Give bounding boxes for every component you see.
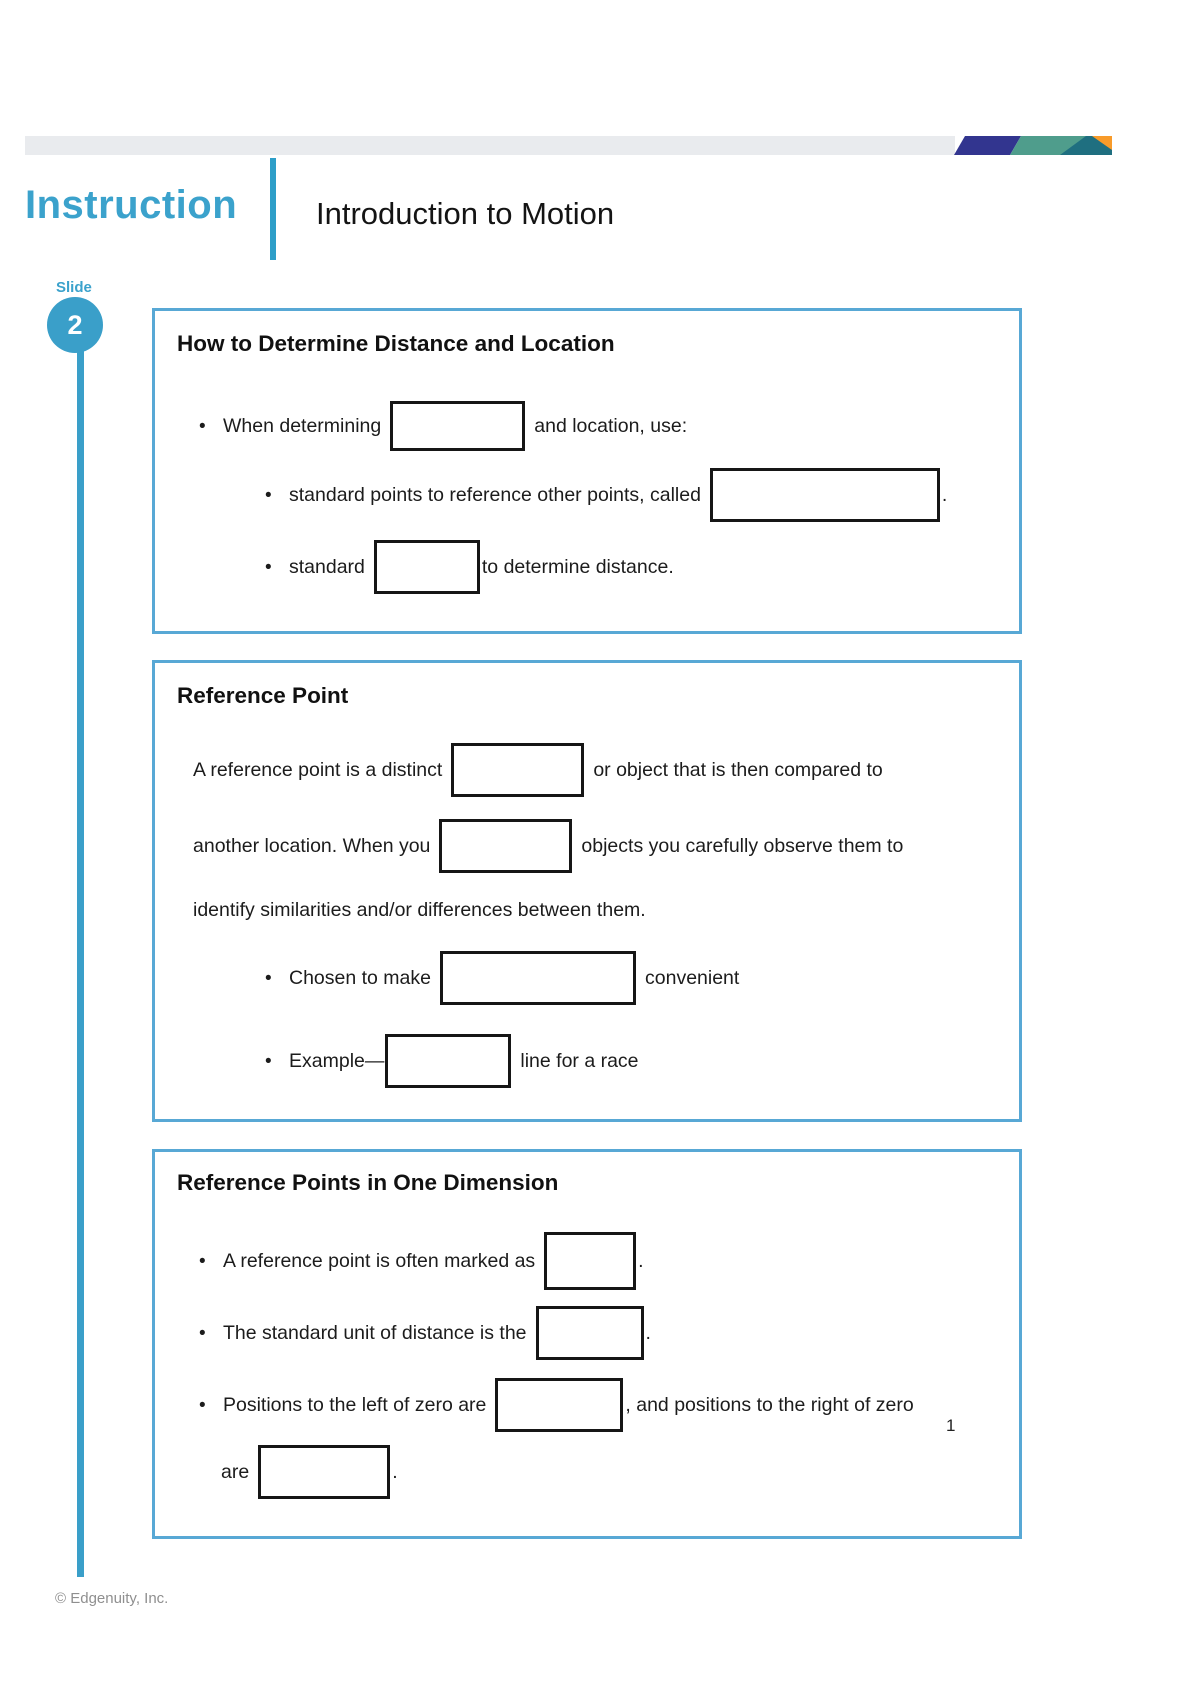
text-line: identify similarities and/or differences… xyxy=(193,881,646,939)
bullet-marker xyxy=(265,967,289,990)
line-text: to determine distance. xyxy=(481,555,674,578)
bullet-marker xyxy=(265,556,289,579)
slide-label: Slide xyxy=(56,279,92,296)
timeline-line xyxy=(77,351,84,1577)
answer-blank[interactable] xyxy=(440,951,636,1005)
instruction-label: Instruction xyxy=(25,183,238,227)
answer-blank[interactable] xyxy=(373,540,480,594)
line-text: . xyxy=(941,483,948,506)
section-card-one-dimension: Reference Points in One Dimension A refe… xyxy=(152,1149,1022,1539)
line-text: . xyxy=(645,1321,651,1344)
answer-blank[interactable] xyxy=(451,743,585,797)
fill-in-line: Positions to the left of zero are , and … xyxy=(199,1376,914,1434)
stripe-orange xyxy=(1092,136,1112,150)
answer-blank[interactable] xyxy=(385,1034,512,1088)
line-text: standard xyxy=(289,555,365,578)
line-text: are xyxy=(221,1460,250,1483)
line-text: When determining xyxy=(223,414,382,437)
line-text: and location, use: xyxy=(534,414,688,437)
line-text: objects you carefully observe them to xyxy=(581,834,904,857)
fill-in-line: A reference point is often marked as . xyxy=(199,1232,644,1290)
top-bar xyxy=(25,136,955,155)
line-text: standard points to reference other point… xyxy=(289,483,701,506)
section-card-reference-point: Reference Point A reference point is a d… xyxy=(152,660,1022,1122)
line-text: A reference point is often marked as xyxy=(223,1249,536,1272)
answer-blank[interactable] xyxy=(439,819,573,873)
bullet-marker xyxy=(199,1394,223,1417)
page-number: 1 xyxy=(946,1416,956,1435)
fill-in-line: Chosen to make convenient xyxy=(265,949,739,1007)
answer-blank[interactable] xyxy=(544,1232,637,1290)
bullet-marker xyxy=(199,415,223,438)
section-card-distance-location: How to Determine Distance and Location W… xyxy=(152,308,1022,634)
bullet-marker xyxy=(265,1050,289,1073)
answer-blank[interactable] xyxy=(258,1445,391,1499)
line-text: , and positions to the right of zero xyxy=(625,1393,914,1416)
line-text: identify similarities and/or differences… xyxy=(193,898,646,921)
answer-blank[interactable] xyxy=(535,1306,644,1360)
section-title: Reference Points in One Dimension xyxy=(177,1170,559,1195)
stripe-indigo xyxy=(954,136,1021,155)
decor-stripes xyxy=(954,136,1112,155)
line-text: another location. When you xyxy=(193,834,431,857)
fill-in-line: another location. When you objects you c… xyxy=(193,817,903,875)
fill-in-line: The standard unit of distance is the . xyxy=(199,1304,651,1362)
section-title: Reference Point xyxy=(177,683,349,708)
fill-in-line: standard to determine distance. xyxy=(265,538,674,596)
line-text: . xyxy=(638,1249,644,1272)
line-text: . xyxy=(392,1460,398,1483)
header-divider xyxy=(270,158,276,260)
line-text: A reference point is a distinct xyxy=(193,758,443,781)
bullet-marker xyxy=(199,1250,223,1273)
line-text: convenient xyxy=(645,966,740,989)
slide-number-badge: 2 xyxy=(47,297,103,353)
line-text: Example— xyxy=(289,1049,385,1072)
answer-blank[interactable] xyxy=(495,1378,624,1432)
fill-in-line: are . xyxy=(221,1443,398,1501)
answer-blank[interactable] xyxy=(709,468,940,522)
copyright: © Edgenuity, Inc. xyxy=(55,1590,169,1607)
fill-in-line: standard points to reference other point… xyxy=(265,466,947,524)
fill-in-line: When determining and location, use: xyxy=(199,397,687,455)
line-text: The standard unit of distance is the xyxy=(223,1321,527,1344)
bullet-marker xyxy=(265,484,289,507)
line-text: Chosen to make xyxy=(289,966,431,989)
bullet-marker xyxy=(199,1322,223,1345)
fill-in-line: A reference point is a distinct or objec… xyxy=(193,741,883,799)
line-text: Positions to the left of zero are xyxy=(223,1393,487,1416)
line-text: or object that is then compared to xyxy=(593,758,883,781)
answer-blank[interactable] xyxy=(390,401,526,451)
fill-in-line: Example— line for a race xyxy=(265,1032,639,1090)
lesson-title: Introduction to Motion xyxy=(316,196,615,231)
line-text: line for a race xyxy=(520,1049,639,1072)
section-title: How to Determine Distance and Location xyxy=(177,331,615,356)
